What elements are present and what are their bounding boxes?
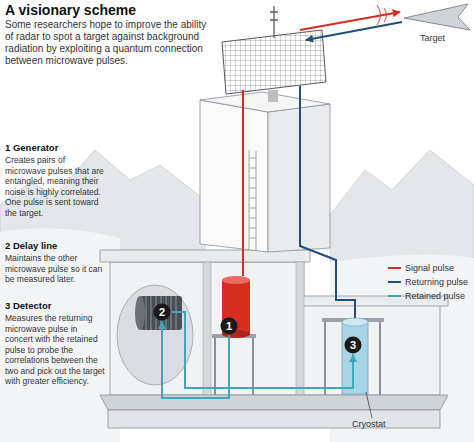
legend-entry: Returning pulse (388, 276, 472, 288)
tunnel (117, 285, 193, 385)
callout-number: 1 (220, 317, 238, 335)
legend-text: Returning pulse (405, 276, 468, 288)
callout-number: 1 (220, 317, 238, 335)
tower-roof (200, 92, 330, 112)
caption: Some researchers hope to improve the abi… (5, 19, 217, 67)
wave-arc (377, 5, 387, 25)
stand-leg (215, 338, 253, 395)
generator-top (222, 276, 250, 284)
legend-line (388, 281, 401, 283)
roof-slab (100, 250, 310, 262)
cryostat-top (342, 318, 368, 326)
legend-text: Signal pulse (405, 262, 454, 274)
cryostat-cylinder (342, 322, 368, 394)
section-heading: 3 Detector (5, 300, 109, 311)
legend-line (388, 295, 401, 297)
callout-number: 2 (153, 303, 171, 321)
callout-number: 3 (344, 336, 362, 354)
target-drone (404, 4, 470, 30)
legend-entry: Retained pulse (388, 290, 472, 302)
retained-pulse-line (171, 312, 353, 388)
mast (270, 6, 278, 38)
legend-entry: Signal pulse (388, 262, 472, 274)
callout-circle (154, 304, 171, 321)
callout-circle (221, 318, 238, 335)
retained-pulse-line (162, 321, 229, 398)
divider-wall (296, 262, 304, 395)
antenna-mount (268, 90, 278, 102)
coil-end (135, 296, 145, 330)
ladder (249, 150, 256, 251)
legend-line (388, 267, 401, 269)
floor-slab (100, 395, 448, 410)
legend-text: Retained pulse (405, 290, 465, 302)
section-body: Creates pairs of microwave pulses that a… (5, 155, 107, 218)
section-body: Measures the returning microwave pulse i… (5, 313, 107, 387)
part-label: Cryostat (352, 419, 412, 430)
divider-wall (203, 262, 211, 395)
foundation (108, 410, 440, 428)
basement-wall (110, 262, 440, 395)
section-heading: 2 Delay line (5, 240, 109, 251)
callout-number: 2 (153, 303, 171, 321)
leader-line (366, 392, 372, 418)
section-heading: 1 Generator (5, 142, 109, 153)
callout-number: 3 (344, 336, 362, 354)
signal-pulse-line (242, 90, 244, 276)
title: A visionary scheme (5, 2, 136, 18)
returning-pulse-line (300, 86, 355, 318)
callout-circle (345, 337, 362, 354)
mountain (330, 150, 474, 262)
tower-face (200, 100, 268, 252)
target-label: Target (420, 33, 472, 44)
returning-pulse-arrow (306, 22, 402, 40)
section-body: Maintains the other microwave pulse so i… (5, 253, 107, 285)
